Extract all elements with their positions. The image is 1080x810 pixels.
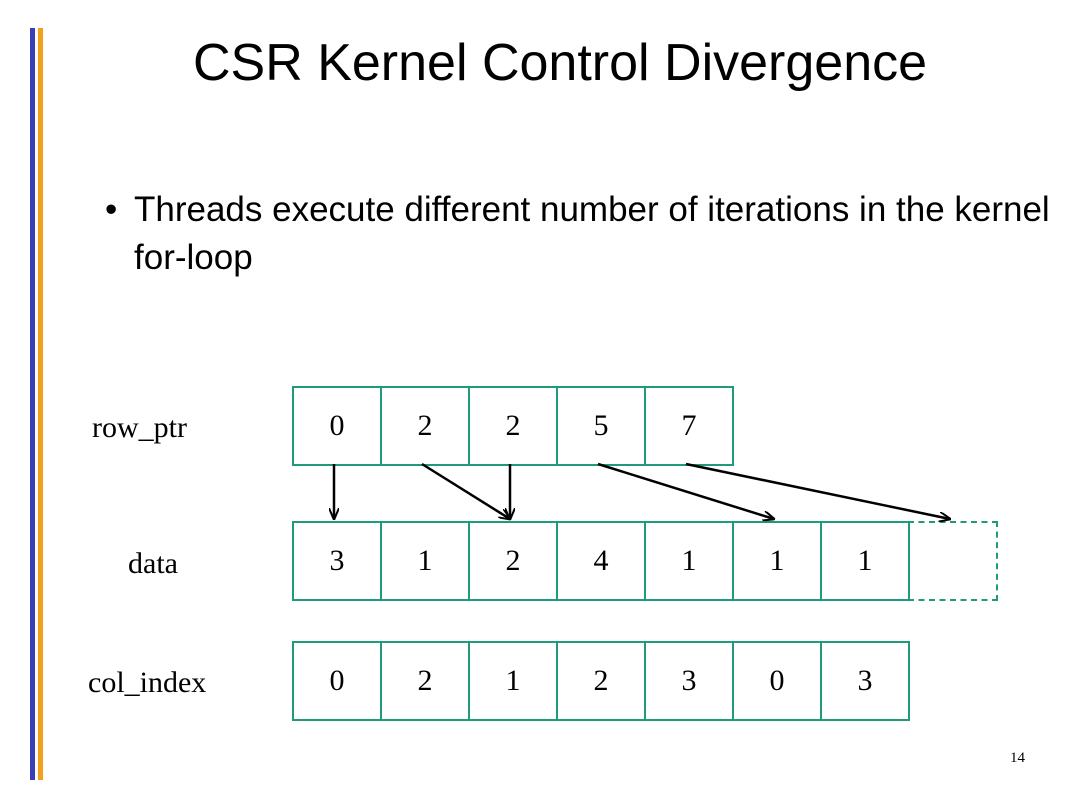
bullet-icon: • [105, 190, 118, 229]
slide-title: CSR Kernel Control Divergence [192, 34, 928, 92]
pointer-arrow [597, 462, 774, 519]
bullet-item: • Threads execute different number of it… [105, 186, 1055, 282]
data-cell [908, 521, 998, 601]
page-number: 14 [1010, 750, 1025, 766]
left-accent-bar-orange [38, 28, 43, 780]
row-label-data: data [128, 547, 178, 580]
col-index-cell: 3 [820, 641, 910, 721]
pointer-arrow [685, 462, 950, 519]
pointer-arrow [421, 462, 510, 519]
bullet-text: Threads execute different number of iter… [134, 190, 1050, 277]
row-label-row-ptr: row_ptr [92, 411, 187, 444]
left-accent-bar-blue [30, 28, 35, 780]
row-label-col-index: col_index [88, 666, 207, 699]
